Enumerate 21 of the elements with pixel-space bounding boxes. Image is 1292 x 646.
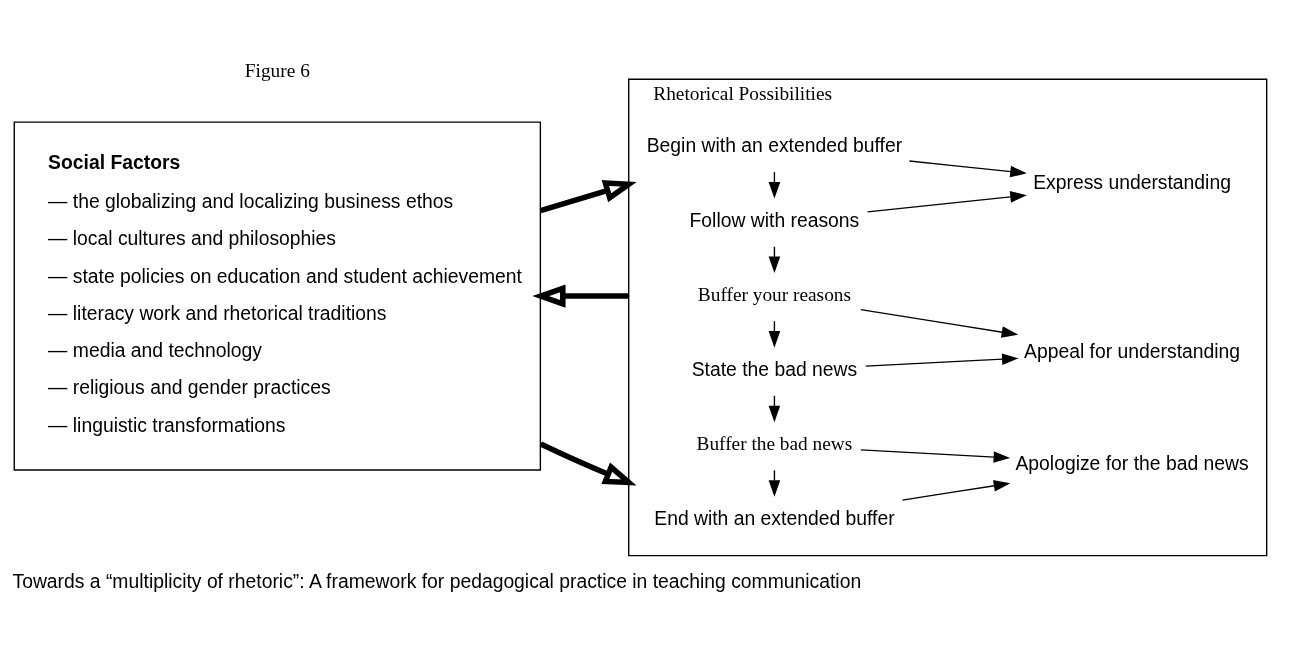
node-text: Begin with an extended buffer: [646, 135, 903, 157]
arrow: [860, 308, 1019, 338]
arrow: [908, 160, 1027, 178]
node-text: State the bad news: [691, 358, 858, 380]
node-text: Buffer the bad news: [696, 433, 853, 455]
node-text: Follow with reasons: [689, 209, 860, 231]
arrow: [901, 480, 1011, 501]
arrow: [539, 441, 637, 486]
arrow: [532, 284, 629, 308]
caption: Towards a “multiplicity of rhetoric”: A framework for pedagogical practice in teaching communication: [12, 570, 862, 592]
arrow: [539, 180, 637, 214]
node-text: Apologize for the bad news: [1015, 452, 1249, 474]
label: Figure 6: [244, 60, 310, 82]
node-text: End with an extended buffer: [654, 507, 895, 529]
arrow: [860, 449, 1011, 463]
arrow: [865, 353, 1019, 367]
node-text: Buffer your reasons: [697, 284, 851, 306]
node-text: Appeal for understanding: [1024, 340, 1241, 362]
arrow: [866, 191, 1027, 213]
node-text: Express understanding: [1033, 172, 1231, 194]
node-box: Social Factors — the globalizing and localizing business ethos — local cultures and philosophies — state policies on education and student achievement — literacy work and rhetorical traditions — media and technology — religious and gender practices — linguistic transformations: [13, 121, 542, 471]
